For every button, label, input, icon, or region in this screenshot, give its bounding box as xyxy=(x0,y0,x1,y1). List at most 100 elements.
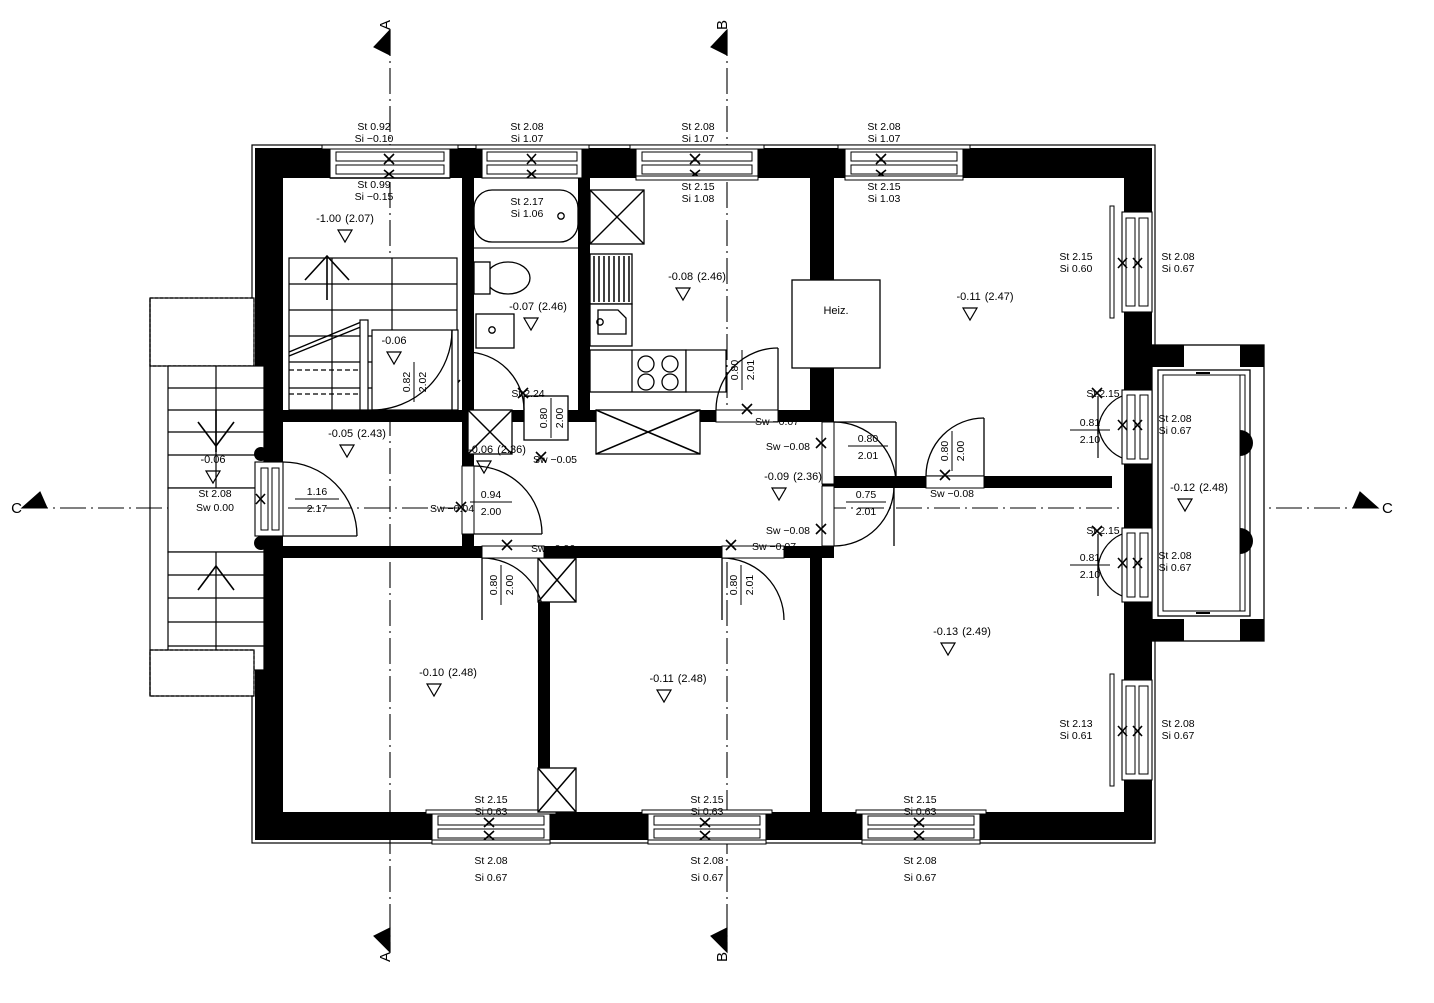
post-top-left xyxy=(1152,345,1184,367)
wall-bedroom-divider-right xyxy=(810,558,822,812)
svg-text:-1.00(2.07): -1.00(2.07) xyxy=(316,213,374,225)
dim-corridor-cons: 0.75 2.01 xyxy=(846,489,886,518)
room-level-labels: -1.00(2.07) -0.07(2.46) -0.08(2.46) -0.1… xyxy=(200,213,1228,704)
mullion-knob-upper xyxy=(1240,430,1253,456)
svg-text:2.01: 2.01 xyxy=(856,506,877,518)
dim-cons-lower: 0.81 2.10 xyxy=(1070,552,1110,581)
cons-lbl-1a: St 2.08 xyxy=(1158,413,1191,425)
entry-door-arc xyxy=(282,461,358,537)
window-top-4 xyxy=(837,144,971,181)
axis-marker-a-bottom xyxy=(373,927,391,954)
win2-above-1: St 2.08 xyxy=(510,121,543,133)
arc-bedroom-left xyxy=(481,557,545,621)
axis-label-a-bottom: A xyxy=(377,952,394,962)
svg-text:-0.11(2.47): -0.11(2.47) xyxy=(956,291,1013,303)
cons-lbl-2b: Si 0.67 xyxy=(1159,562,1192,574)
svg-text:0.80: 0.80 xyxy=(729,360,741,381)
level-bedroom-right: -0.13(2.49) xyxy=(933,626,991,657)
dim-vestibule: 0.94 2.00 xyxy=(470,489,512,518)
svg-text:2.10: 2.10 xyxy=(1080,569,1101,581)
bathtub-drain xyxy=(557,212,565,220)
svg-text:1.16: 1.16 xyxy=(307,486,328,498)
winb2-below-1: St 2.08 xyxy=(690,855,723,867)
win4-below-1: St 2.15 xyxy=(867,181,900,193)
arc-bedroom-middle xyxy=(721,557,785,621)
winr2-left-2: Si 0.61 xyxy=(1060,730,1093,742)
sw-corridor-bottom: Sw −0.07 xyxy=(752,541,796,553)
sw-kitchen: Sw −0.07 xyxy=(755,416,799,428)
sw-vestibule-bottom: Sw −0.05 xyxy=(533,454,577,466)
winb2-above-2: Si 0.63 xyxy=(691,806,724,818)
sw-right-room: Sw −0.08 xyxy=(930,488,974,500)
arc-corridor-conservatory xyxy=(833,485,895,547)
level-conservatory: -0.12(2.48) xyxy=(1170,482,1228,513)
radiator xyxy=(589,253,633,305)
st-cons-lower: St 2.15 xyxy=(1086,525,1119,537)
wc-door-arc xyxy=(371,329,453,411)
door-head-labels: St 2.24 St 2.15 St 2.15 xyxy=(511,388,1119,537)
burner-3 xyxy=(637,373,655,391)
pivot-lower xyxy=(254,536,268,550)
sink-drain xyxy=(488,326,496,334)
win1-above-1: St 0.92 xyxy=(357,121,390,133)
dim-bedroom-left: 0.80 2.00 xyxy=(488,565,516,605)
toilet-cistern xyxy=(473,261,491,295)
winb2-below-2: Si 0.67 xyxy=(691,872,724,884)
wall-mid-lower xyxy=(283,546,833,558)
dim-wc: 0.82 2.02 xyxy=(401,362,429,402)
winb3-below-1: St 2.08 xyxy=(903,855,936,867)
stair-up-arrow-internal xyxy=(304,254,350,281)
svg-text:-0.12(2.48): -0.12(2.48) xyxy=(1170,482,1228,494)
opening-bedroom-left xyxy=(481,545,545,559)
svg-text:-0.11(2.48): -0.11(2.48) xyxy=(649,673,706,685)
win4-above-2: Si 1.07 xyxy=(868,133,901,145)
conservatory-doors xyxy=(1097,389,1153,603)
winb3-above-1: St 2.15 xyxy=(903,794,936,806)
winr2-left-1: St 2.13 xyxy=(1059,718,1092,730)
window-top-2 xyxy=(475,144,590,179)
heating-closet: Heiz. xyxy=(791,279,881,369)
dim-bath: 0.80 2.00 xyxy=(538,398,566,438)
sw-vestibule-left: Sw −0.04 xyxy=(430,503,474,515)
wall-bath-left xyxy=(462,178,474,410)
svg-text:-0.06(2.36): -0.06(2.36) xyxy=(468,444,526,456)
sw-entry: Sw 0.00 xyxy=(196,502,234,514)
level-entry-porch: -0.06 xyxy=(200,454,226,485)
winb1-above-1: St 2.15 xyxy=(474,794,507,806)
cons-lbl-1b: Si 0.67 xyxy=(1159,425,1192,437)
burner-2 xyxy=(661,355,679,373)
win2-above-2: Si 1.07 xyxy=(511,133,544,145)
winr2-right-1: St 2.08 xyxy=(1161,718,1194,730)
wall-bedroom-divider-left xyxy=(538,558,550,812)
dim-right-room: 0.80 2.00 xyxy=(939,431,967,471)
svg-text:0.81: 0.81 xyxy=(1080,552,1101,564)
win1-above-2: Si −0.10 xyxy=(355,133,394,145)
level-living-upper-right: -0.11(2.47) xyxy=(956,291,1014,322)
svg-text:2.00: 2.00 xyxy=(504,575,516,596)
winb3-below-2: Si 0.67 xyxy=(904,872,937,884)
level-bedroom-middle: -0.11(2.48) xyxy=(649,673,707,704)
pivot-upper xyxy=(254,447,268,461)
wall-stub-a xyxy=(462,178,474,190)
level-bathroom: -0.07(2.46) xyxy=(509,301,567,332)
st-vestibule: St 2.24 xyxy=(511,388,544,400)
svg-text:0.94: 0.94 xyxy=(481,489,502,501)
heating-label: Heiz. xyxy=(823,305,848,317)
burner-1 xyxy=(637,355,655,373)
winr1-left-1: St 2.15 xyxy=(1059,251,1092,263)
level-entry-hall: -0.05(2.43) xyxy=(328,428,386,459)
win3-above-1: St 2.08 xyxy=(681,121,714,133)
arc-corridor-right xyxy=(833,421,897,485)
winb1-below-2: Si 0.67 xyxy=(475,872,508,884)
svg-text:-0.06: -0.06 xyxy=(200,454,225,466)
svg-text:2.10: 2.10 xyxy=(1080,434,1101,446)
svg-text:0.80: 0.80 xyxy=(939,441,951,462)
dim-kitchen: 0.80 2.01 xyxy=(729,350,757,390)
svg-text:2.01: 2.01 xyxy=(745,360,757,381)
window-right-1 xyxy=(1109,205,1153,319)
winr1-left-2: Si 0.60 xyxy=(1060,263,1093,275)
arc-right-room xyxy=(925,417,985,477)
opening-marks xyxy=(455,387,1103,551)
